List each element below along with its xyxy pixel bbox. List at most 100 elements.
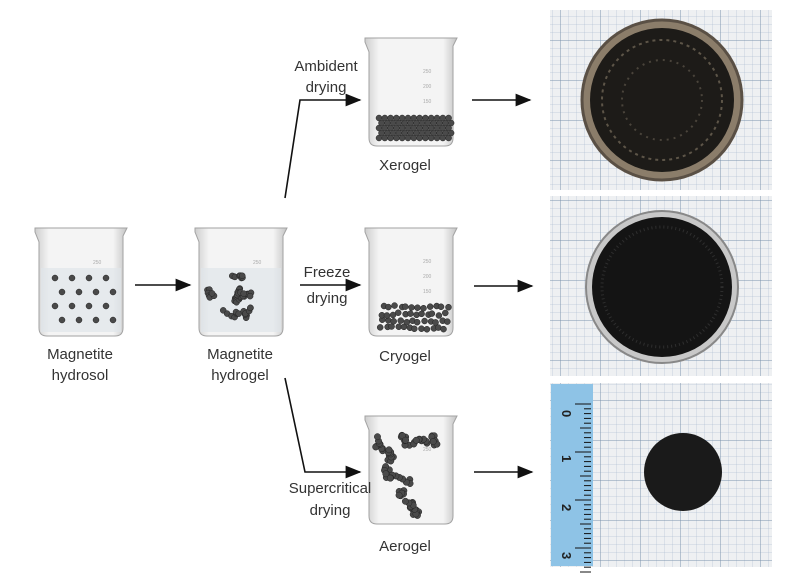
particle (435, 312, 443, 319)
particle (376, 324, 384, 331)
svg-text:250: 250 (93, 260, 102, 266)
label-freeze-2: drying (307, 290, 348, 307)
label-hydrosol-1: Magnetite (47, 346, 113, 363)
particle (428, 310, 436, 317)
particle (442, 309, 449, 317)
particle (444, 318, 451, 325)
particle (109, 316, 117, 324)
svg-text:150: 150 (423, 289, 432, 295)
particle (432, 319, 439, 326)
particle (404, 114, 412, 122)
particle (385, 303, 392, 311)
particle (395, 491, 403, 499)
svg-text:150: 150 (423, 99, 432, 105)
particle (391, 302, 398, 309)
particle (102, 302, 110, 310)
particle (413, 318, 421, 326)
ruler-ticks (575, 403, 591, 573)
particle (437, 303, 445, 311)
svg-text:200: 200 (423, 274, 432, 280)
particle (75, 288, 83, 296)
layered-particles (376, 302, 452, 333)
particle (439, 114, 447, 122)
svg-text:0: 0 (559, 410, 574, 417)
particle (240, 290, 247, 297)
particle (385, 446, 393, 454)
particle (423, 326, 431, 333)
particle (407, 310, 414, 317)
particle (68, 274, 76, 282)
particle (239, 272, 246, 280)
beaker-hydrogel: 250 (194, 227, 288, 337)
particle (421, 317, 428, 325)
svg-text:3: 3 (559, 552, 574, 559)
photo-aerogel: 0 1 2 3 (550, 383, 772, 573)
beaker-aerogel: 250 (364, 415, 458, 525)
particle (394, 309, 402, 316)
svg-text:250: 250 (423, 259, 432, 265)
particle (414, 304, 421, 311)
particle (382, 470, 390, 478)
particle (92, 316, 100, 324)
particle (445, 303, 452, 311)
particle (433, 114, 441, 122)
particle (375, 114, 383, 122)
particle (427, 114, 435, 122)
particle (429, 438, 437, 446)
particle (85, 274, 93, 282)
svg-text:200: 200 (423, 84, 432, 90)
beaker-cryogel: 250 200 150 (364, 227, 458, 337)
collapsed-particles (375, 114, 455, 142)
arrow-to-aerogel (284, 377, 362, 479)
label-xerogel: Xerogel (379, 157, 431, 174)
label-aerogel: Aerogel (379, 538, 431, 555)
particle (422, 114, 429, 122)
svg-text:1: 1 (559, 455, 574, 462)
particle (403, 318, 411, 326)
svg-text:250: 250 (253, 260, 262, 266)
particle (51, 274, 59, 282)
open-network-particles (372, 431, 441, 519)
particle (401, 497, 409, 505)
svg-text:2: 2 (559, 504, 574, 511)
label-hydrosol-2: hydrosol (52, 367, 109, 384)
dispersed-particles (51, 274, 117, 324)
svg-text:250: 250 (423, 447, 432, 453)
particle (426, 303, 434, 310)
particle (418, 325, 425, 332)
particle (420, 304, 427, 312)
particle (418, 310, 425, 318)
particle (402, 303, 409, 310)
photo-xerogel (550, 10, 772, 190)
particle (397, 317, 404, 324)
particle-network (204, 272, 255, 322)
label-cryogel: Cryogel (379, 348, 431, 365)
arrow-to-xerogel (284, 93, 362, 199)
particle (390, 318, 397, 325)
label-hydrogel-1: Magnetite (207, 346, 273, 363)
ruler (551, 384, 593, 566)
particle (374, 433, 381, 441)
particle (386, 474, 394, 482)
particle (58, 316, 66, 324)
particle (393, 114, 400, 122)
label-ambient-2: drying (306, 79, 347, 96)
particle (85, 302, 93, 310)
particle (246, 292, 254, 300)
particle (411, 325, 418, 333)
particle (387, 114, 394, 122)
particle (381, 114, 389, 122)
particle (402, 436, 409, 444)
photo-cryogel (550, 196, 772, 376)
particle (445, 114, 452, 122)
aerogel-sample (644, 433, 722, 511)
svg-text:250: 250 (423, 69, 432, 75)
particle (51, 302, 59, 310)
label-supercritical-1: Supercritical (289, 480, 372, 497)
particle (109, 288, 117, 296)
particle (410, 114, 418, 122)
particle (416, 114, 423, 122)
beaker-hydrosol: 250 (34, 227, 128, 337)
particle (398, 114, 406, 122)
beaker-xerogel: 250 200 150 (364, 37, 458, 147)
